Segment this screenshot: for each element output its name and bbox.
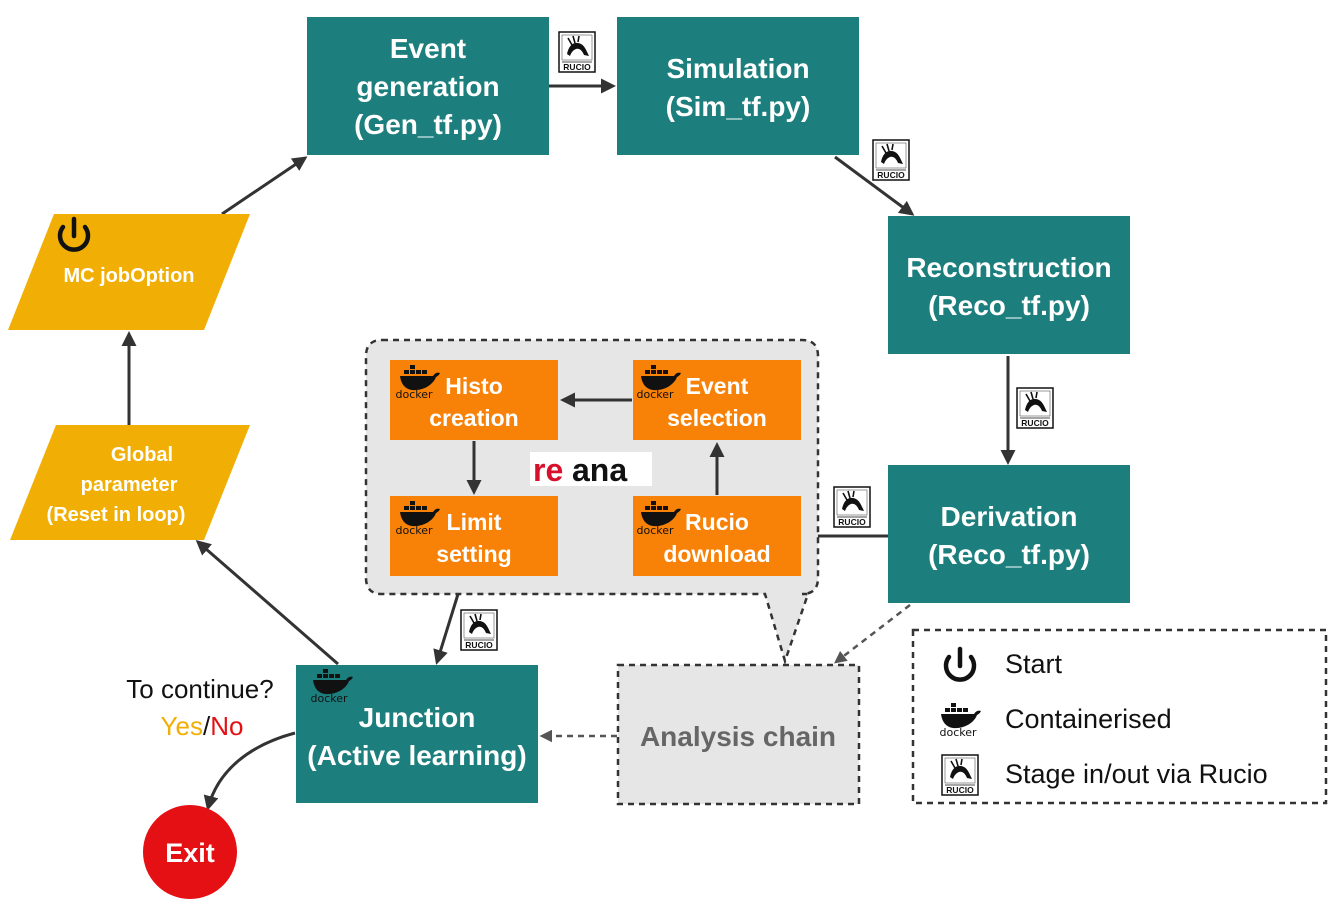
rucio-icon-label: RUCIO	[946, 785, 974, 795]
rucio-icon: RUCIO	[558, 31, 596, 73]
rucio-download-line1: Rucio	[685, 509, 749, 535]
arrow-junction-to-exit	[203, 731, 296, 811]
junction-line1: Junction	[359, 702, 476, 733]
histo-creation-box[interactable]: docker Histo creation	[390, 360, 558, 440]
derivation-line1: Derivation	[941, 501, 1078, 532]
docker-icon-label: docker	[636, 388, 674, 401]
reana-logo-re: re	[533, 452, 563, 488]
derivation-line2: (Reco_tf.py)	[928, 539, 1090, 570]
analysis-chain-box[interactable]: Analysis chain	[616, 663, 861, 806]
legend-item-rucio: RUCIO Stage in/out via Rucio	[941, 754, 1268, 796]
derivation-box[interactable]: Derivation (Reco_tf.py)	[888, 465, 1130, 603]
global-parameter-node[interactable]: Global parameter (Reset in loop)	[10, 425, 250, 540]
reconstruction-line1: Reconstruction	[906, 252, 1111, 283]
limit-setting-line1: Limit	[447, 509, 502, 535]
global-parameter-line3: (Reset in loop)	[47, 504, 186, 526]
rucio-icon: RUCIO	[941, 754, 979, 796]
event-generation-line2: generation	[356, 71, 499, 102]
power-icon	[943, 646, 977, 682]
docker-icon-label: docker	[395, 524, 433, 537]
rucio-icon: RUCIO	[1016, 387, 1054, 429]
rucio-icon-label: RUCIO	[877, 170, 905, 180]
simulation-box[interactable]: Simulation (Sim_tf.py)	[617, 17, 859, 155]
arrow-derivation-to-analysischain	[834, 604, 911, 664]
rucio-icon: RUCIO	[872, 139, 910, 181]
docker-icon-label: docker	[310, 692, 348, 705]
junction-line2: (Active learning)	[307, 740, 526, 771]
docker-icon-label: docker	[395, 388, 433, 401]
legend-label: Stage in/out via Rucio	[1005, 759, 1268, 789]
limit-setting-box[interactable]: docker Limit setting	[390, 496, 558, 576]
event-selection-box[interactable]: docker Event selection	[633, 360, 801, 440]
legend: Start docker Containerised RUCIO Stage i…	[911, 628, 1328, 805]
rucio-icon: RUCIO	[833, 486, 871, 528]
rucio-icon-label: RUCIO	[465, 640, 493, 650]
reconstruction-line2: (Reco_tf.py)	[928, 290, 1090, 321]
limit-setting-line2: setting	[436, 541, 511, 567]
docker-icon-label: docker	[939, 726, 977, 739]
histo-creation-line1: Histo	[445, 373, 503, 399]
rucio-icon-label: RUCIO	[563, 62, 591, 72]
yes-option[interactable]: Yes	[161, 711, 203, 741]
connectors	[121, 78, 1016, 811]
global-parameter-line1: Global	[111, 444, 173, 466]
exit-label: Exit	[165, 838, 215, 868]
event-selection-line1: Event	[686, 373, 749, 399]
rucio-icon-label: RUCIO	[838, 517, 866, 527]
event-generation-line1: Event	[390, 33, 466, 64]
analysis-chain-label: Analysis chain	[640, 721, 836, 752]
reana-logo-ana: ana	[572, 452, 627, 488]
event-generation-box[interactable]: Event generation (Gen_tf.py)	[307, 17, 549, 155]
mc-joboption-node[interactable]: MC jobOption	[8, 214, 250, 330]
docker-icon-label: docker	[636, 524, 674, 537]
reconstruction-box[interactable]: Reconstruction (Reco_tf.py)	[888, 216, 1130, 354]
event-generation-line3: (Gen_tf.py)	[354, 109, 502, 140]
arrow-junction-to-globalparameter	[195, 540, 339, 666]
rucio-icon-label: RUCIO	[1021, 418, 1049, 428]
simulation-line1: Simulation	[666, 53, 809, 84]
histo-creation-line2: creation	[429, 405, 518, 431]
event-selection-line2: selection	[667, 405, 767, 431]
power-icon	[57, 216, 91, 252]
legend-item-start: Start	[943, 646, 1063, 682]
legend-label: Containerised	[1005, 704, 1172, 734]
arrow-joboption-to-eventgen	[221, 156, 308, 216]
junction-box[interactable]: docker Junction (Active learning)	[296, 665, 538, 803]
exit-node[interactable]: Exit	[143, 805, 237, 899]
rucio-download-box[interactable]: docker Rucio download	[633, 496, 801, 576]
yes-no-separator: /	[203, 711, 211, 741]
legend-item-containerised: docker Containerised	[939, 703, 1172, 739]
rucio-download-line2: download	[663, 541, 770, 567]
mc-joboption-label: MC jobOption	[63, 265, 194, 287]
reana-logo: re ana	[530, 452, 652, 488]
simulation-line2: (Sim_tf.py)	[666, 91, 811, 122]
global-parameter-line2: parameter	[81, 474, 178, 496]
arrow-simulation-to-reconstruction	[834, 155, 915, 216]
continue-question: To continue?	[126, 674, 273, 704]
legend-label: Start	[1005, 649, 1063, 679]
rucio-icon: RUCIO	[460, 609, 498, 651]
yes-no-choice: Yes/No	[161, 711, 244, 741]
no-option[interactable]: No	[210, 711, 243, 741]
